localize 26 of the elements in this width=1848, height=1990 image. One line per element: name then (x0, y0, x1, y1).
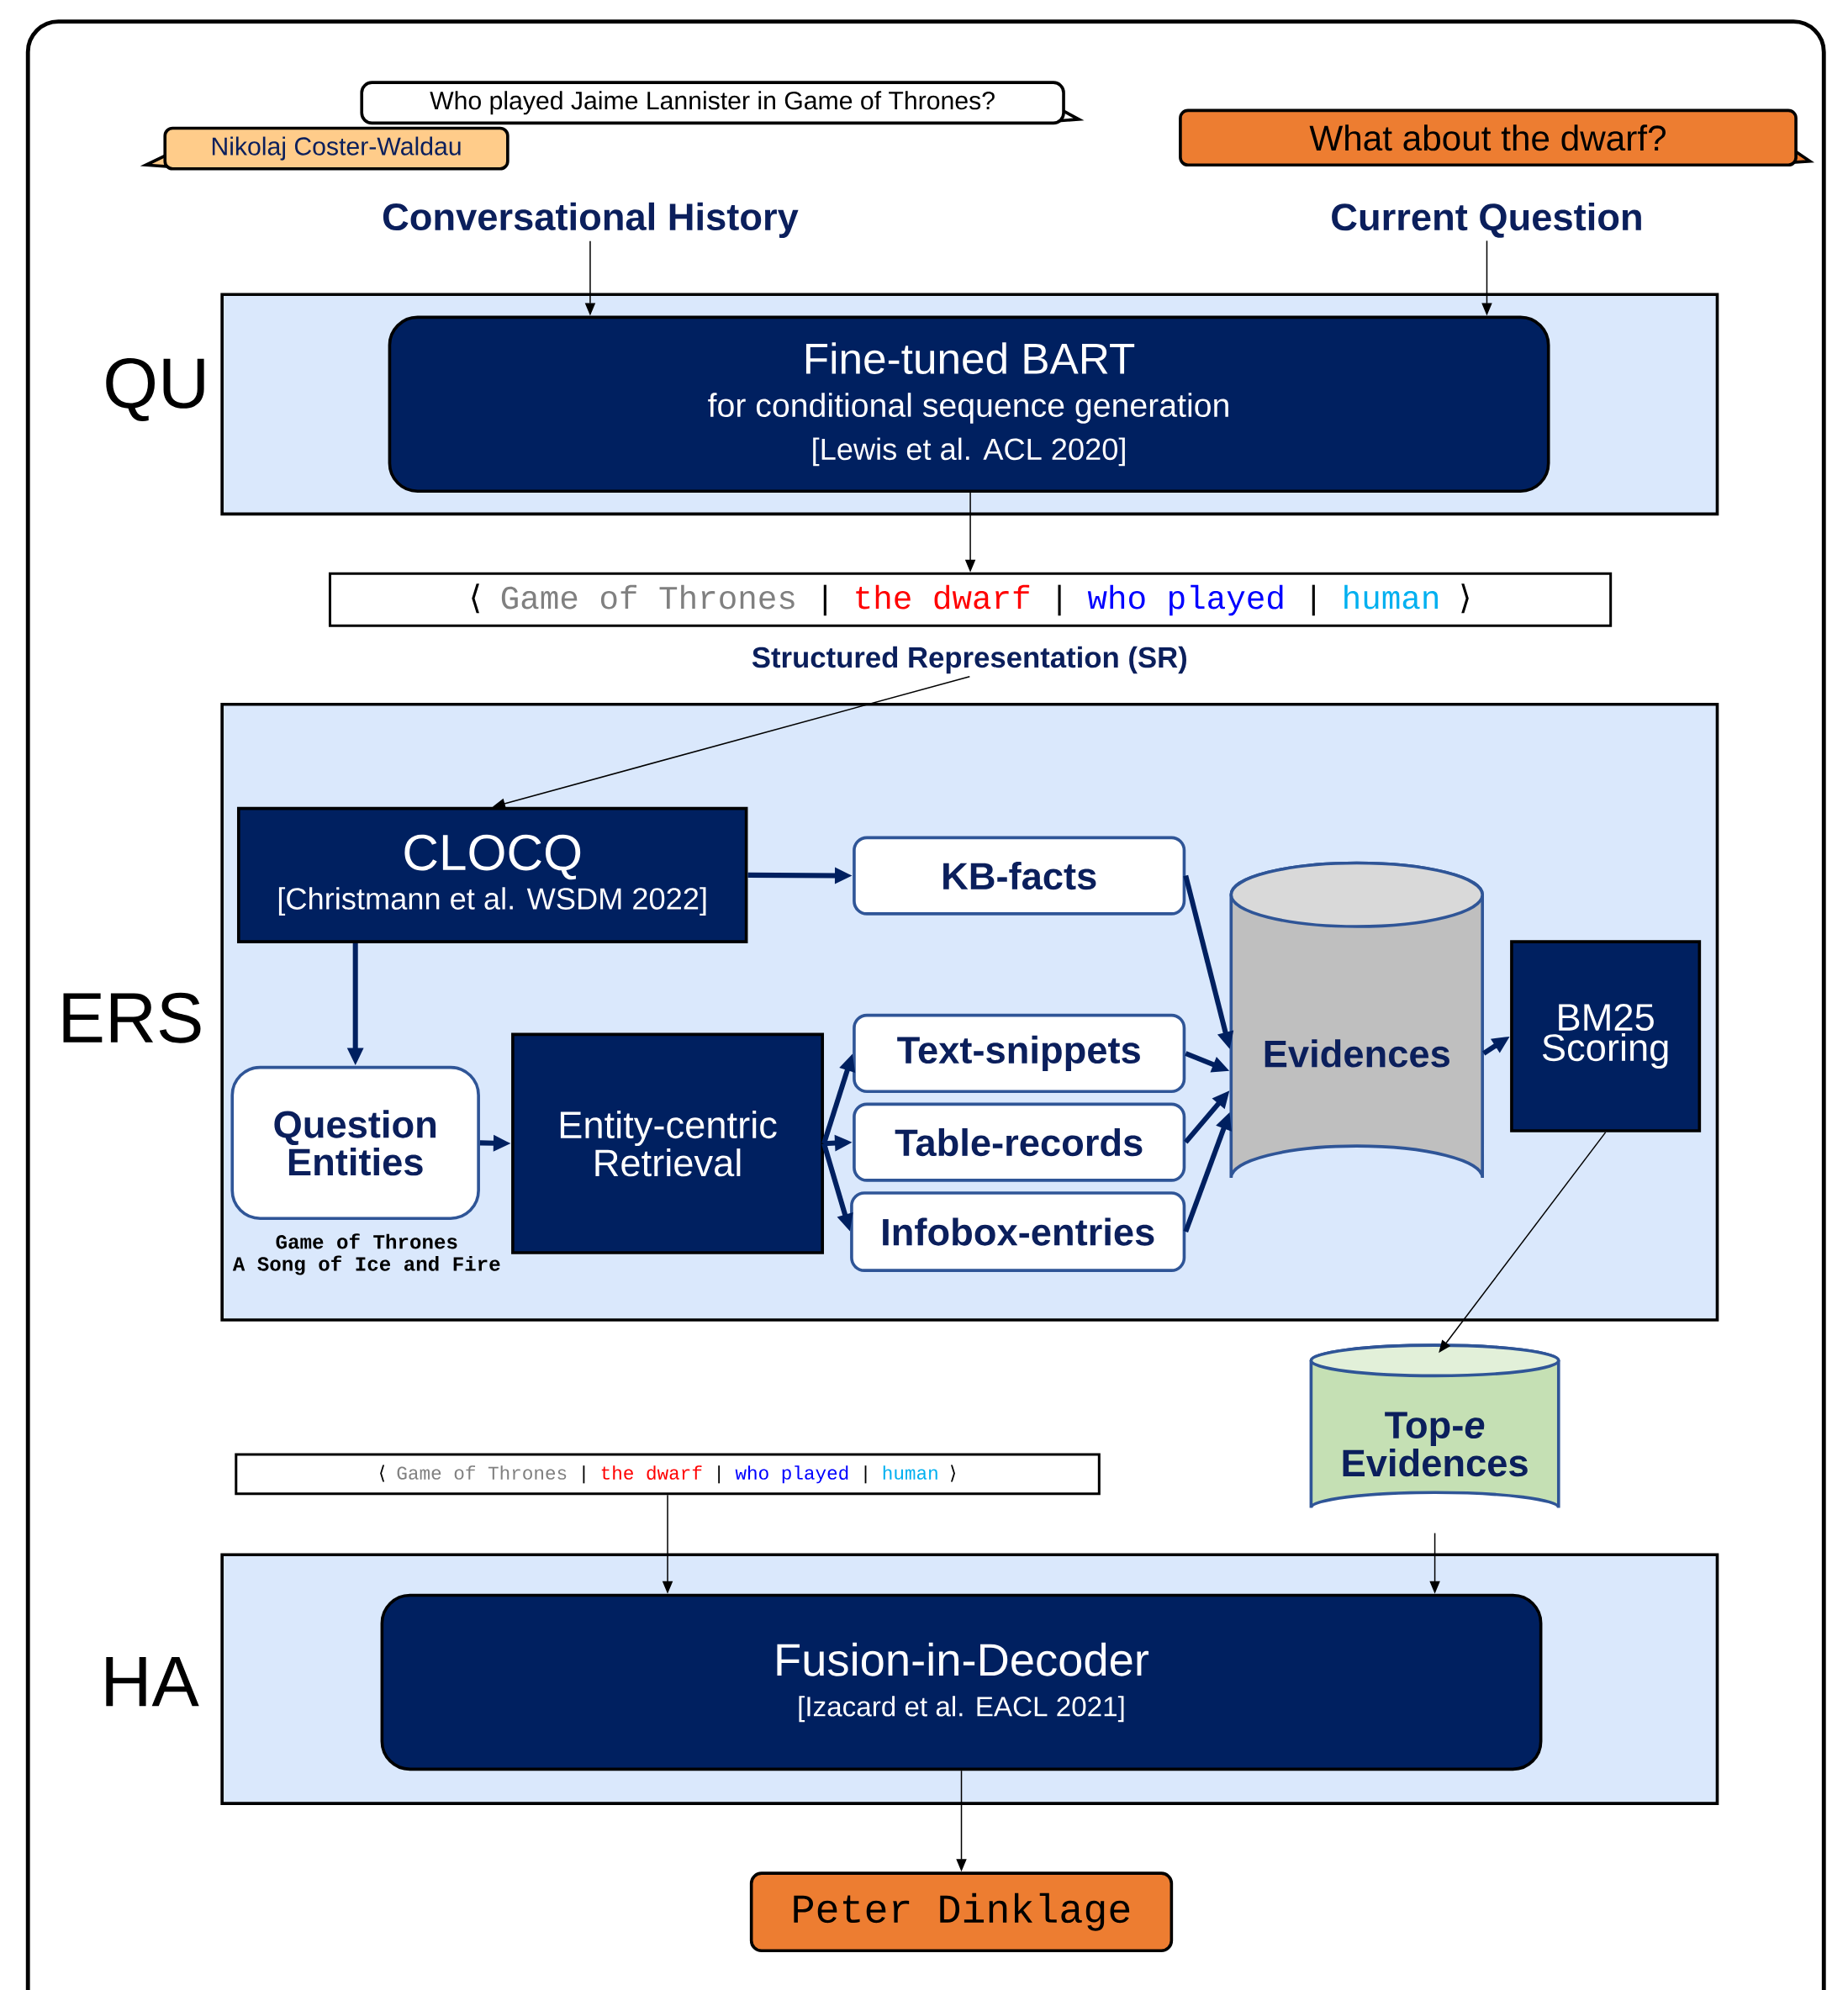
process-box: Infobox-entries (850, 1191, 1186, 1272)
heading-text: Structured Representation (SR) (752, 646, 1187, 674)
process-box: Peter Dinklage (749, 1871, 1174, 1953)
entity-name: A Song of Ice and Fire (232, 1255, 500, 1275)
entity-name: Game of Thrones (276, 1233, 457, 1249)
representation-box: ⟨ Game of Thrones | the dwarf | who played | human ⟩ (235, 1453, 1101, 1496)
representation-box: ⟨ Game of Thrones | the dwarf | who played | human ⟩ (329, 572, 1613, 627)
stage-label: ERS (63, 992, 201, 1043)
database-cylinder: Top-e Evidences (1309, 1343, 1560, 1510)
speech-bubble: Nikolaj Coster-Waldau (140, 126, 510, 171)
process-box: Fusion-in-Decoder [Izacard et al. EACL 2021] (380, 1593, 1543, 1771)
process-box: Table-records (853, 1102, 1186, 1182)
process-box: Question Entities (230, 1065, 480, 1220)
heading-text: Conversational History (383, 202, 799, 238)
heading-text: Current Question (1332, 203, 1641, 238)
process-box: Entity-centric Retrieval (511, 1032, 825, 1254)
process-box: KB-facts (853, 836, 1186, 916)
database-cylinder: Evidences (1229, 861, 1485, 1180)
process-box: CLOCQ [Christmann et al. WSDM 2022] (237, 806, 748, 943)
speech-bubble: What about the dwarf? (1179, 108, 1815, 167)
speech-bubble: Who played Jaime Lannister in Game of Thrones? (360, 81, 1085, 125)
process-box: Text-snippets (853, 1013, 1186, 1094)
stage-label: QU (106, 357, 204, 421)
stage-label: HA (106, 1657, 199, 1707)
process-box: BM25 Scoring (1510, 940, 1702, 1132)
process-box: Fine-tuned BART for conditional sequence generation [Lewis et al. ACL 2020] (388, 315, 1550, 494)
